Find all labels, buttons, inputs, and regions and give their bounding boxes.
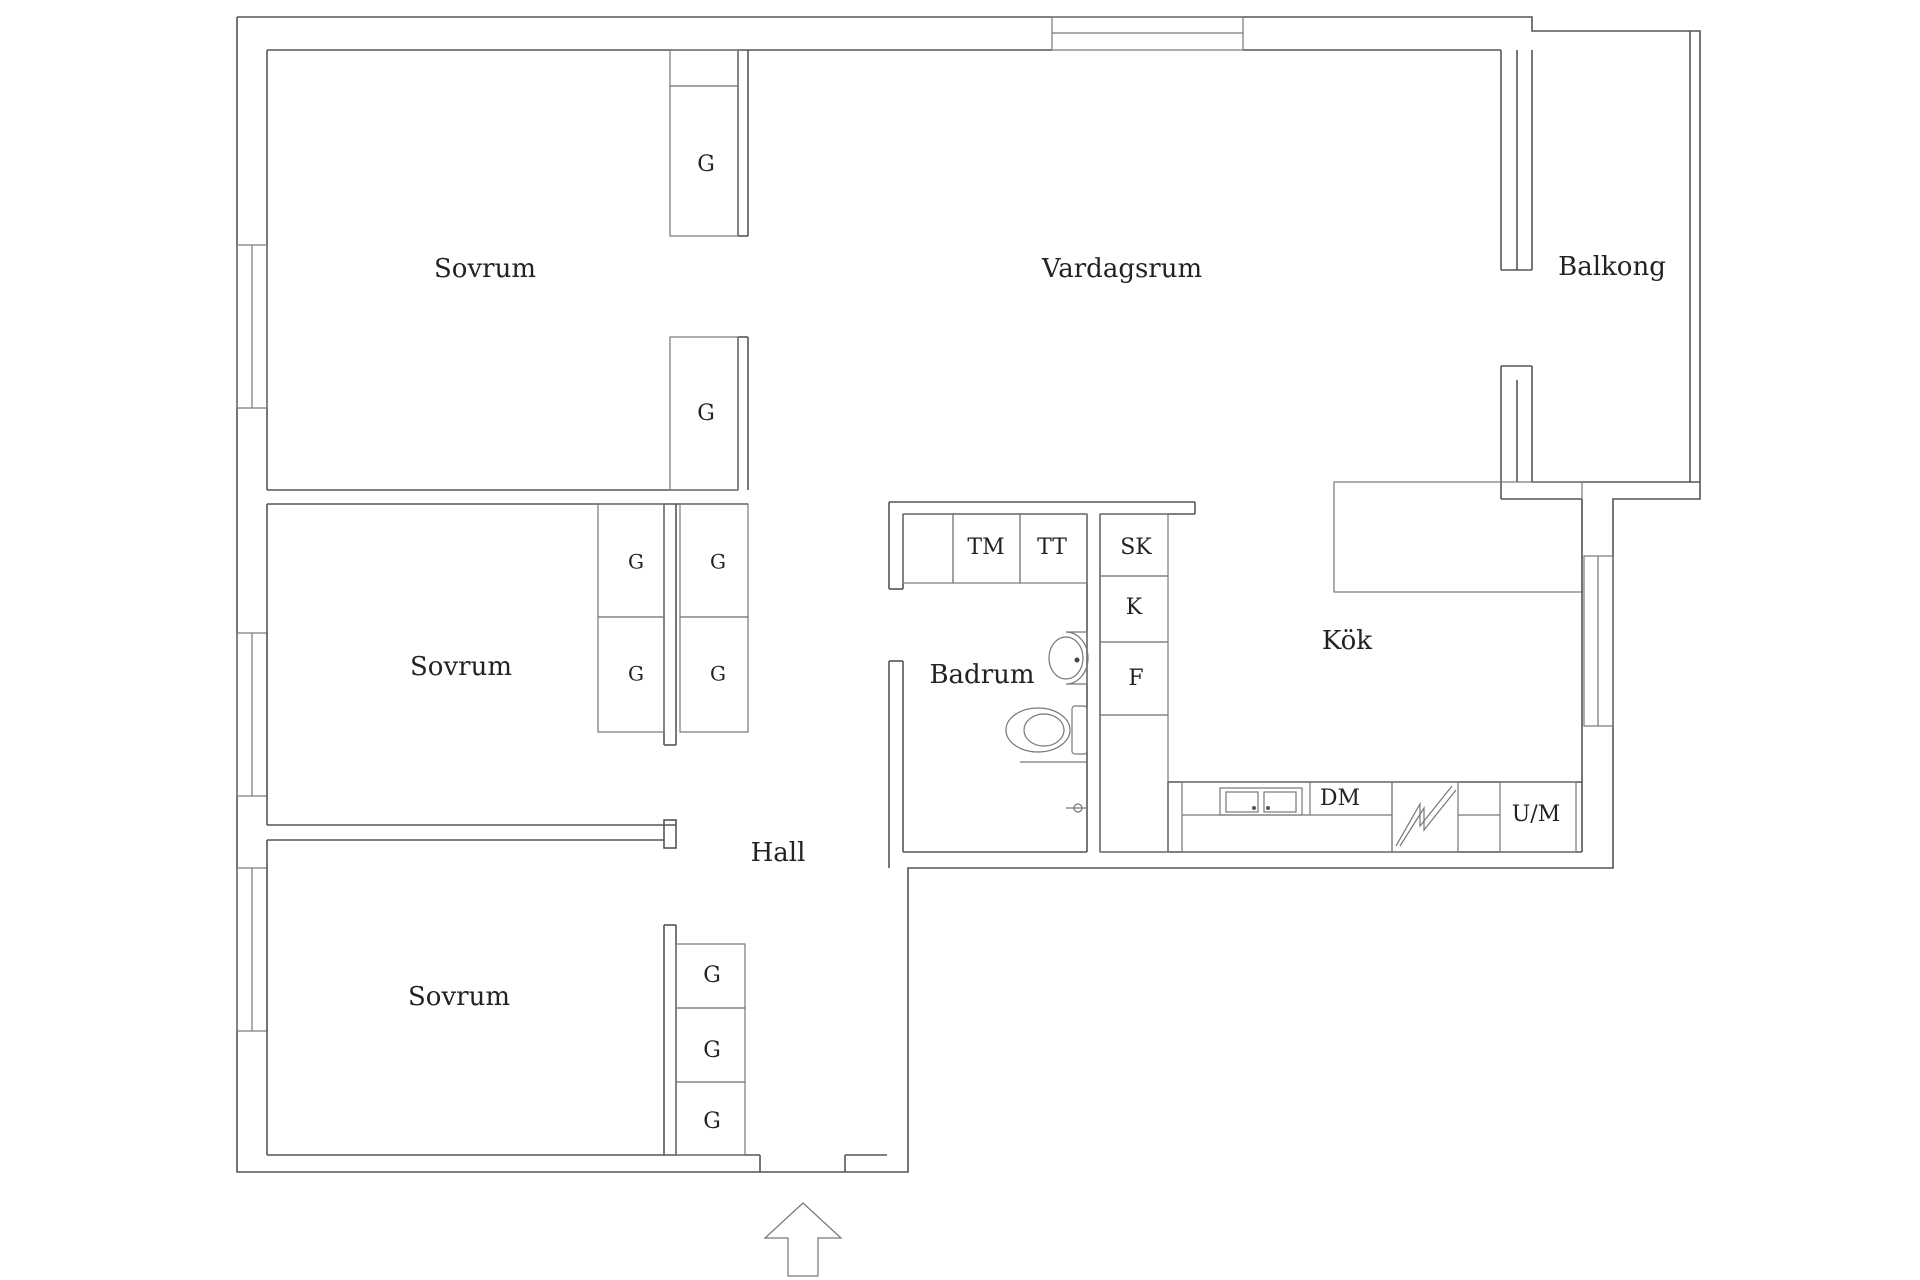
windows-left: [236, 244, 268, 1032]
closet-label: G: [710, 550, 726, 574]
stove-icon: [1395, 785, 1457, 847]
bedroom-1: [267, 49, 749, 491]
kitchen-sink-icon: [1219, 787, 1303, 816]
room-label-sovrum-3: Sovrum: [408, 982, 510, 1012]
sink-icon: [1048, 631, 1089, 685]
bedroom-2: [266, 503, 749, 849]
appliance-label-sk: SK: [1120, 535, 1152, 560]
closet-label: G: [697, 152, 715, 177]
closet-label: G: [697, 401, 715, 426]
window-top: [1051, 16, 1244, 51]
room-label-sovrum-2: Sovrum: [410, 652, 512, 682]
room-label-kok: Kök: [1322, 626, 1372, 656]
closet-label: G: [710, 662, 726, 686]
closet-label: G: [703, 963, 721, 988]
bedroom-3: [266, 839, 887, 1172]
room-label-hall: Hall: [751, 838, 806, 868]
appliance-label-tm: TM: [967, 535, 1004, 560]
appliance-label-um: U/M: [1512, 802, 1560, 827]
closet-label: G: [628, 550, 644, 574]
appliance-label-dm: DM: [1320, 786, 1360, 811]
appliance-label-tt: TT: [1037, 535, 1067, 560]
room-label-sovrum-1: Sovrum: [434, 254, 536, 284]
balcony: [1500, 31, 1700, 500]
closet-label: G: [628, 662, 644, 686]
entrance-arrow-icon: [763, 1202, 843, 1277]
appliance-label-f: F: [1128, 666, 1143, 691]
closet-label: G: [703, 1038, 721, 1063]
closet-label: G: [703, 1109, 721, 1134]
room-label-badrum: Badrum: [929, 660, 1034, 690]
outer-walls: [236, 16, 1701, 1173]
room-label-vardagsrum: Vardagsrum: [1041, 254, 1202, 284]
toilet-icon: [1005, 705, 1088, 763]
bathroom: [888, 501, 1196, 868]
kitchen: [1167, 481, 1614, 853]
appliance-label-k: K: [1126, 595, 1143, 620]
room-label-balkong: Balkong: [1558, 252, 1666, 282]
